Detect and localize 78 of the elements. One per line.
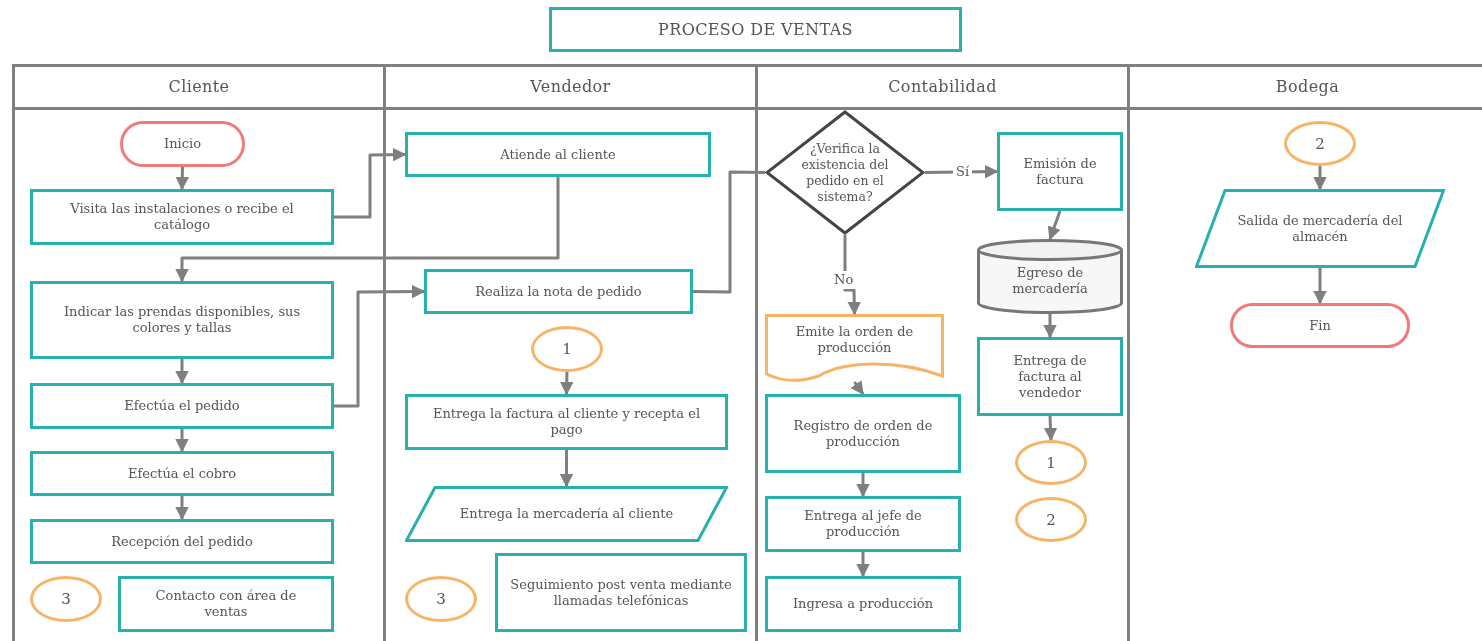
arrow <box>1043 314 1057 339</box>
arrow <box>175 359 189 385</box>
lane-header-band: Bodega <box>1130 67 1482 110</box>
arrow <box>850 380 865 396</box>
arrow <box>1313 268 1327 305</box>
arrow <box>175 496 189 521</box>
step-label: 2 <box>1046 511 1056 528</box>
arrow <box>856 473 870 498</box>
process-box <box>997 132 1123 211</box>
arrow <box>175 166 189 191</box>
terminal-shape <box>120 121 245 167</box>
arrow <box>334 284 426 408</box>
process-box <box>30 383 334 429</box>
step-label: 2 <box>1315 135 1325 152</box>
step-label: Visita las instalaciones o recibe el catálogo <box>69 201 295 233</box>
data-parallelogram <box>405 486 728 542</box>
step-label: Emisión de factura <box>1022 155 1098 188</box>
arrow <box>334 147 407 219</box>
swimlane <box>383 64 755 641</box>
swimlane <box>12 64 383 641</box>
step-label: Fin <box>1309 317 1331 334</box>
step-label: Entrega de factura al vendedor <box>1012 352 1088 401</box>
step-label: Realiza la nota de pedido <box>475 283 642 300</box>
arrow <box>1313 166 1327 191</box>
arrow <box>1047 210 1062 241</box>
arrow <box>924 164 999 179</box>
process-box <box>30 189 334 245</box>
step-label: Seguimiento post venta mediante llamadas telefónicas <box>510 576 732 609</box>
process-box <box>118 576 334 632</box>
step-label: Entrega al jefe de producción <box>803 508 923 540</box>
swimlane <box>1127 64 1482 641</box>
arrow <box>175 177 560 283</box>
arrow <box>1043 415 1058 442</box>
step-label: 3 <box>61 591 71 607</box>
step-label: Salida de mercadería del almacén <box>1236 212 1404 245</box>
step-label: 1 <box>1046 454 1056 471</box>
process-box <box>977 337 1123 416</box>
step-label: Efectúa el pedido <box>124 398 240 414</box>
step-label: Atiende al cliente <box>500 146 616 163</box>
edge-label: No <box>831 271 857 289</box>
step-label: Emite la orden de producción <box>794 324 915 356</box>
step-label: Entrega la mercadería al cliente <box>459 506 674 522</box>
lane-header-band: Cliente <box>15 67 383 110</box>
step-label: 1 <box>562 341 572 357</box>
process-box <box>765 394 961 473</box>
process-box <box>30 519 334 564</box>
title-box: PROCESO DE VENTAS <box>549 7 962 52</box>
lane-header-band: Vendedor <box>386 67 755 110</box>
lane-header-band: Contabilidad <box>758 67 1127 110</box>
terminal-shape <box>1230 303 1410 348</box>
process-box <box>405 132 711 177</box>
decision-diamond <box>765 110 925 235</box>
step-label: Efectúa el cobro <box>127 465 237 482</box>
step-label: Registro de orden de producción <box>792 417 934 450</box>
step-label: Recepción del pedido <box>111 533 253 550</box>
process-box <box>424 269 693 314</box>
step-label: Entrega la factura al cliente y recepta el pago <box>431 406 702 438</box>
process-box <box>765 576 961 632</box>
process-box <box>30 451 334 496</box>
step-label: ¿Verifica la existencia del pedido en el sistema? <box>800 140 890 205</box>
step-label: Indicar las prendas disponibles, sus colores y tallas <box>62 304 302 336</box>
step-label: Contacto con área de ventas <box>154 588 298 620</box>
arrow <box>175 429 189 453</box>
step-label: 3 <box>436 591 446 607</box>
document-shape <box>765 314 944 382</box>
arrow <box>559 450 574 488</box>
arrow <box>560 371 574 396</box>
process-box <box>30 281 334 359</box>
step-label: Ingresa a producción <box>792 596 934 612</box>
step-label: Egreso de mercadería <box>1011 264 1089 297</box>
process-box <box>405 394 728 450</box>
step-label: Inicio <box>164 136 201 152</box>
database-cylinder <box>977 239 1123 314</box>
swimlane <box>755 64 1127 641</box>
data-parallelogram <box>1195 189 1445 268</box>
process-box <box>765 496 961 552</box>
arrow <box>856 552 870 578</box>
process-box <box>495 553 747 632</box>
